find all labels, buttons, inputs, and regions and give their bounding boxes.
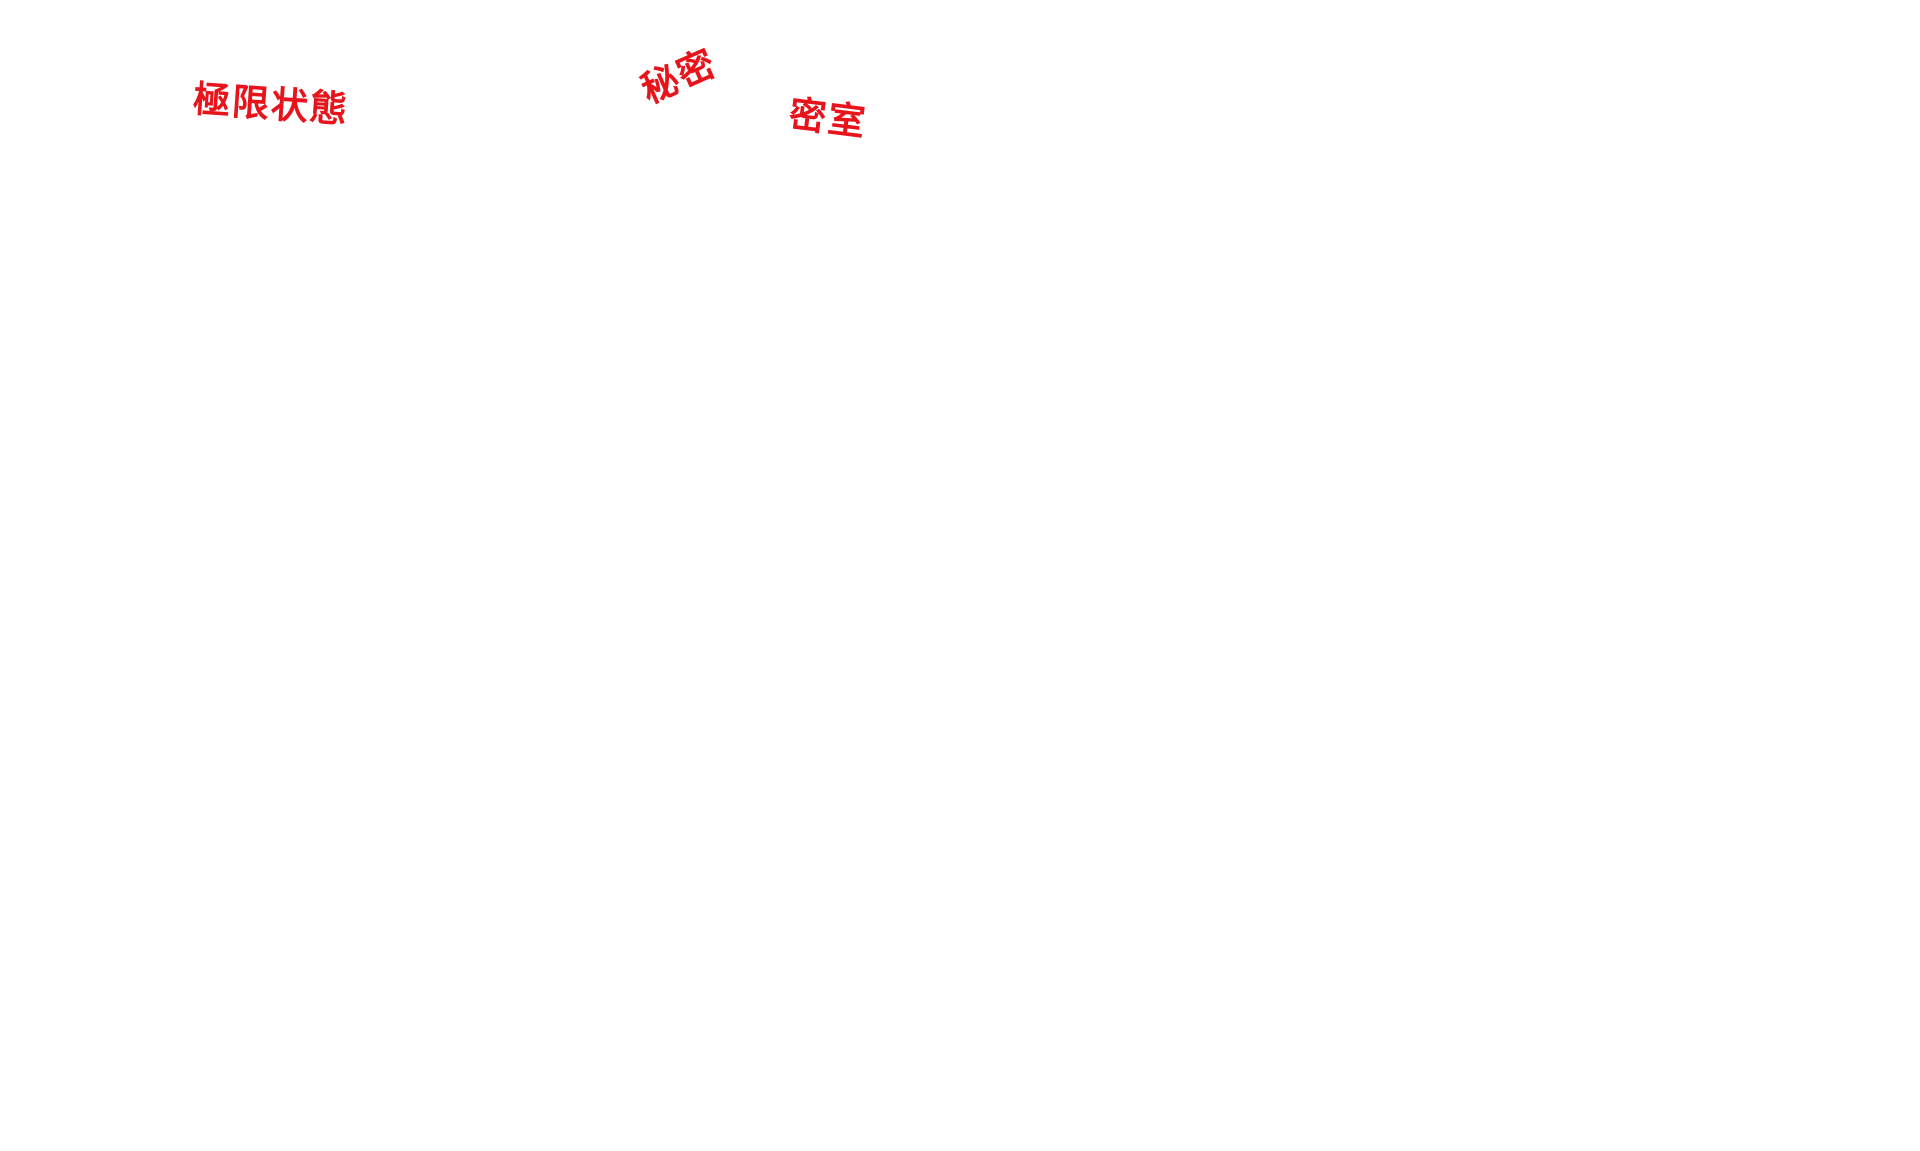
label-extreme-state: 極限状態 (191, 77, 351, 132)
label-locked-room: 密室 (786, 92, 870, 145)
label-secret: 秘密 (634, 40, 724, 113)
